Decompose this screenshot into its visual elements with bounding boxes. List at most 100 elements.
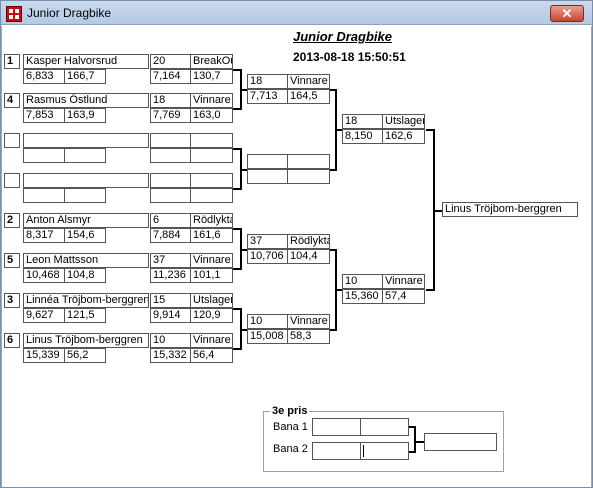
semi-result: Utslagen bbox=[382, 114, 425, 129]
round2-result: Rödlykta bbox=[287, 234, 330, 249]
lane2-time-input[interactable] bbox=[360, 442, 409, 460]
round1-result: Vinnare bbox=[190, 253, 233, 268]
round2-heat: 37 bbox=[247, 234, 288, 249]
app-icon bbox=[6, 6, 22, 22]
round2-speed: 164,5 bbox=[287, 89, 330, 104]
rider-time bbox=[23, 148, 65, 163]
round1-heat: 20 bbox=[150, 54, 191, 69]
round1-heat bbox=[150, 133, 191, 148]
close-button[interactable]: ✕ bbox=[550, 5, 584, 22]
bracket-connector bbox=[330, 169, 336, 171]
bracket-connector bbox=[233, 188, 241, 190]
semi-speed: 162,6 bbox=[382, 129, 425, 144]
round1-speed: 101,1 bbox=[190, 268, 233, 283]
bracket-connector bbox=[426, 289, 434, 291]
seed-number bbox=[4, 133, 20, 148]
semi-heat: 10 bbox=[342, 274, 383, 289]
round1-speed bbox=[190, 188, 233, 203]
round2-time: 7,713 bbox=[247, 89, 288, 104]
round1-result bbox=[190, 173, 233, 188]
third-place-group: 3e pris bbox=[263, 405, 504, 472]
connector bbox=[414, 426, 416, 453]
round1-time: 7,884 bbox=[150, 228, 191, 243]
rider-name[interactable] bbox=[23, 173, 149, 188]
bracket-connector bbox=[433, 210, 442, 212]
third-place-title: 3e pris bbox=[272, 405, 308, 417]
round1-speed: 130,7 bbox=[190, 69, 233, 84]
rider-speed: 154,6 bbox=[64, 228, 106, 243]
round2-heat bbox=[247, 154, 288, 169]
rider-name[interactable]: Anton Alsmyr bbox=[23, 213, 149, 228]
bracket-connector bbox=[233, 348, 241, 350]
rider-speed: 166,7 bbox=[64, 69, 106, 84]
rider-time: 9,627 bbox=[23, 308, 65, 323]
lane2-name-input[interactable] bbox=[312, 442, 361, 460]
rider-speed: 56,2 bbox=[64, 348, 106, 363]
semi-time: 15,360 bbox=[342, 289, 383, 304]
round1-result: Utslagen bbox=[190, 293, 233, 308]
semi-speed: 57,4 bbox=[382, 289, 425, 304]
rider-speed: 121,5 bbox=[64, 308, 106, 323]
round2-speed bbox=[287, 169, 330, 184]
bracket-connector bbox=[426, 129, 434, 131]
bracket-connector bbox=[233, 69, 241, 71]
round2-speed: 104,4 bbox=[287, 249, 330, 264]
lane2-label: Bana 2 bbox=[273, 443, 308, 455]
rider-name[interactable]: Leon Mattsson bbox=[23, 253, 149, 268]
page-title: Junior Dragbike bbox=[293, 29, 392, 44]
rider-name[interactable] bbox=[23, 133, 149, 148]
rider-name[interactable]: Linus Tröjbom-berggren bbox=[23, 333, 149, 348]
round2-speed: 58,3 bbox=[287, 329, 330, 344]
semi-heat: 18 bbox=[342, 114, 383, 129]
rider-time: 8,317 bbox=[23, 228, 65, 243]
rider-speed bbox=[64, 188, 106, 203]
round1-speed: 163,0 bbox=[190, 108, 233, 123]
seed-number: 1 bbox=[4, 54, 20, 69]
rider-name[interactable]: Linnéa Tröjbom-berggren bbox=[23, 293, 149, 308]
round1-result: BreakOut bbox=[190, 54, 233, 69]
bracket-connector bbox=[335, 129, 342, 131]
rider-time: 15,339 bbox=[23, 348, 65, 363]
bracket-connector bbox=[330, 89, 336, 91]
bracket-connector bbox=[330, 329, 336, 331]
timestamp: 2013-08-18 15:50:51 bbox=[293, 50, 406, 64]
seed-number: 6 bbox=[4, 333, 20, 348]
bracket-connector bbox=[233, 228, 241, 230]
lane1-label: Bana 1 bbox=[273, 421, 308, 433]
seed-number: 2 bbox=[4, 213, 20, 228]
semi-time: 8,150 bbox=[342, 129, 383, 144]
round2-result bbox=[287, 154, 330, 169]
bracket-connector bbox=[240, 329, 247, 331]
round1-heat: 15 bbox=[150, 293, 191, 308]
round1-speed: 161,6 bbox=[190, 228, 233, 243]
bracket-connector bbox=[240, 89, 247, 91]
rider-name[interactable]: Rasmus Östlund bbox=[23, 93, 149, 108]
third-place-winner-input[interactable] bbox=[424, 433, 497, 451]
round1-result: Vinnare bbox=[190, 93, 233, 108]
round1-result: Rödlykta bbox=[190, 213, 233, 228]
round1-result: Vinnare bbox=[190, 333, 233, 348]
rider-time: 7,853 bbox=[23, 108, 65, 123]
bracket-connector bbox=[240, 249, 247, 251]
winner-name: Linus Tröjbom-berggren bbox=[442, 202, 578, 217]
seed-number: 4 bbox=[4, 93, 20, 108]
round1-heat: 6 bbox=[150, 213, 191, 228]
bracket-connector bbox=[233, 308, 241, 310]
text-cursor bbox=[363, 445, 364, 457]
round1-time bbox=[150, 188, 191, 203]
semi-result: Vinnare bbox=[382, 274, 425, 289]
lane1-name-input[interactable] bbox=[312, 418, 361, 436]
bracket-connector bbox=[240, 169, 247, 171]
round1-heat: 10 bbox=[150, 333, 191, 348]
seed-number: 5 bbox=[4, 253, 20, 268]
lane1-time-input[interactable] bbox=[360, 418, 409, 436]
round1-heat: 37 bbox=[150, 253, 191, 268]
bracket-connector bbox=[233, 148, 241, 150]
round1-speed: 120,9 bbox=[190, 308, 233, 323]
round1-heat: 18 bbox=[150, 93, 191, 108]
round2-heat: 18 bbox=[247, 74, 288, 89]
round1-time bbox=[150, 148, 191, 163]
rider-name[interactable]: Kasper Halvorsrud bbox=[23, 54, 149, 69]
round2-heat: 10 bbox=[247, 314, 288, 329]
